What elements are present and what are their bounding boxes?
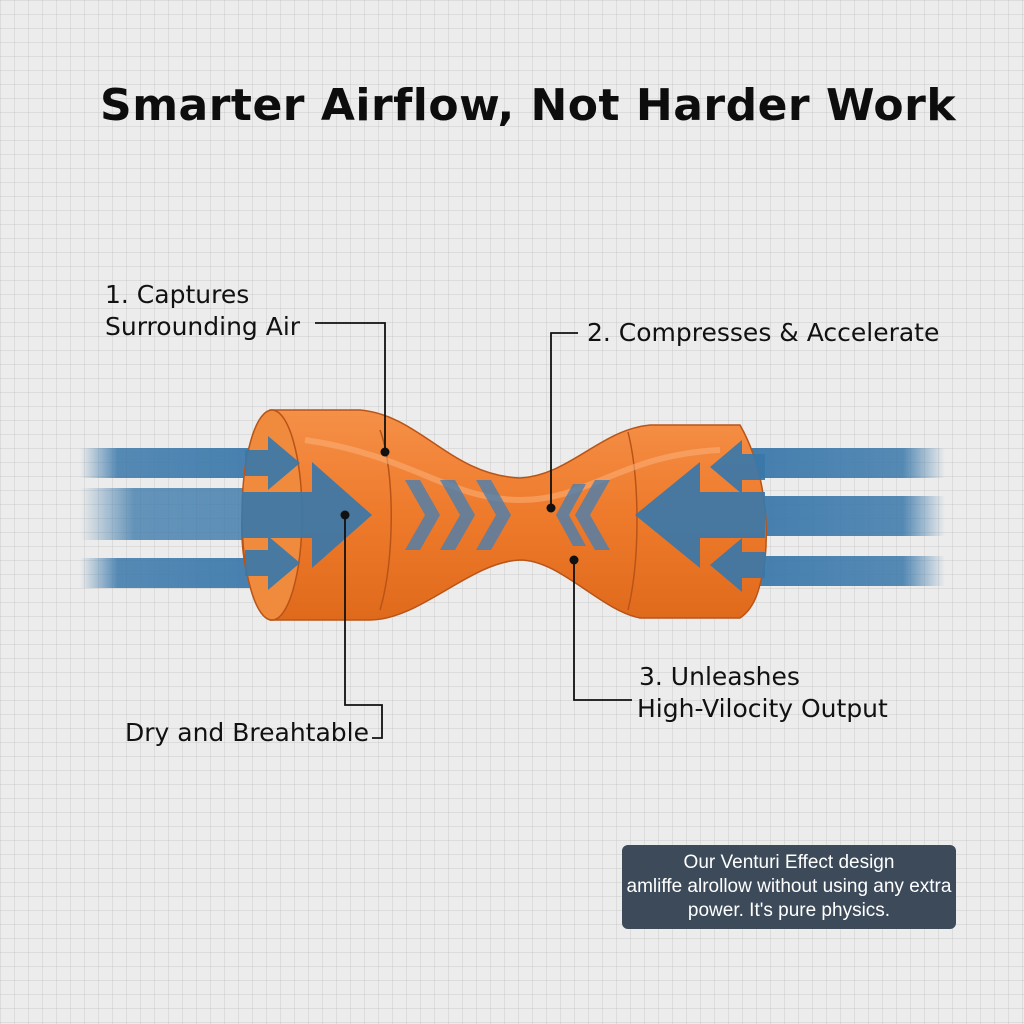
outflow-arrows <box>635 440 765 592</box>
outgoing-air-streams <box>735 448 945 586</box>
info-box-line2: amliffe alrollow without using any extra <box>626 876 952 897</box>
callout-lines <box>315 322 632 739</box>
inflow-arrows <box>242 436 372 590</box>
unleashes-label-line1: 3. Unleashes <box>639 662 800 691</box>
info-box-line1: Our Venturi Effect design <box>683 852 895 873</box>
captures-label: 1. Captures Surrounding Air <box>105 279 300 343</box>
unleashes-label-line2: High-Vilocity Output <box>637 694 888 723</box>
captures-label-line1: 1. Captures <box>105 280 250 309</box>
info-box-line3: power. It's pure physics. <box>687 900 891 921</box>
venturi-info-box: Our Venturi Effect design amliffe alroll… <box>622 845 956 929</box>
diagram-title: Smarter Airflow, Not Harder Work <box>100 80 957 131</box>
callout-dots <box>340 447 579 565</box>
unleashes-label: 3. Unleashes High-Vilocity Output <box>637 661 888 725</box>
compresses-label: 2. Compresses & Accelerate <box>587 318 940 347</box>
dry-breathable-label: Dry and Breahtable <box>125 718 369 747</box>
captures-label-line2: Surrounding Air <box>105 312 301 341</box>
flow-chevrons <box>405 480 610 550</box>
